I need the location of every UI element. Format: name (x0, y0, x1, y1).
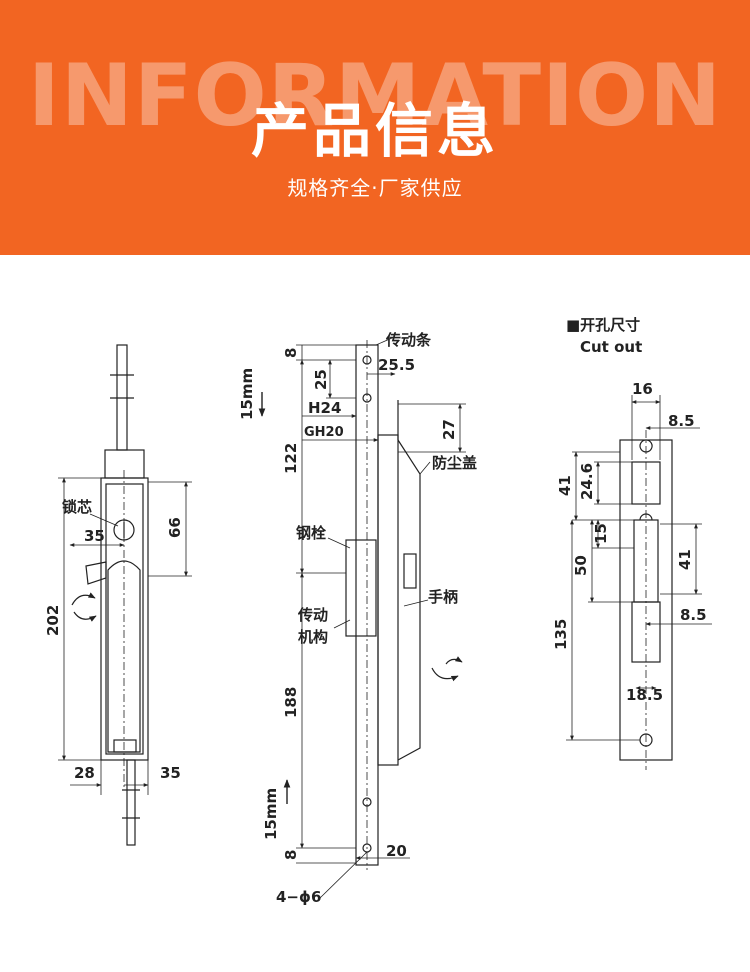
dim-50: 50 (572, 555, 590, 576)
front-view (58, 344, 192, 846)
page-title: 产品信息 (250, 97, 499, 165)
front-body (100, 477, 149, 761)
dim-18-5: 18.5 (626, 686, 663, 704)
dim-8-top: 8 (282, 348, 300, 358)
dim-gh20: GH20 (304, 425, 344, 440)
dim-20: 20 (386, 842, 407, 860)
side-housing (377, 434, 399, 766)
dim-28: 28 (74, 764, 95, 782)
dim-35-top: 35 (84, 527, 105, 545)
dim-202: 202 (44, 605, 62, 636)
dim-122: 122 (282, 443, 300, 474)
label-handle: 手柄 (428, 588, 458, 606)
dim-25-5: 25.5 (378, 356, 415, 374)
drawing-svg: 锁芯 35 66 202 28 35 (44, 316, 712, 906)
page-subtitle: 规格齐全·厂家供应 (287, 176, 463, 200)
dim-35-bottom: 35 (160, 764, 181, 782)
dim-8-5-top: 8.5 (668, 412, 695, 430)
dim-41-left: 41 (556, 475, 574, 496)
dim-188: 188 (282, 687, 300, 718)
dim-25: 25 (312, 369, 330, 390)
label-lock-core: 锁芯 (62, 498, 92, 516)
banner-background-word: INFORMATION (27, 46, 723, 146)
rotate-arrow-front (71, 592, 96, 606)
dim-8-5-mid: 8.5 (680, 606, 707, 624)
dim-135: 135 (552, 619, 570, 650)
cutout-title: ■开孔尺寸 (566, 316, 640, 334)
handle-lever (85, 561, 107, 585)
dim-holes: 4−ϕ6 (276, 888, 321, 906)
header-banner: INFORMATION 产品信息 规格齐全·厂家供应 (0, 0, 750, 255)
dim-h24: H24 (308, 399, 341, 417)
label-drive-bar: 传动条 (385, 331, 432, 349)
dim-15: 15 (592, 523, 610, 544)
label-steel-bolt: 钢栓 (296, 524, 326, 542)
dim-66: 66 (166, 517, 184, 538)
label-dust-cover: 防尘盖 (432, 454, 477, 472)
dim-41-right: 41 (676, 549, 694, 570)
dim-15mm-top: 15mm (238, 368, 256, 420)
side-view (258, 337, 466, 899)
dust-cover (397, 439, 421, 761)
cutout-plate (619, 439, 673, 761)
cutout-view (566, 395, 712, 770)
front-cap (104, 449, 145, 479)
label-mechanism-line2: 机构 (298, 628, 328, 646)
dim-24-6: 24.6 (578, 463, 596, 500)
drive-mechanism (345, 539, 377, 637)
dim-8-bottom: 8 (282, 850, 300, 860)
dim-16: 16 (632, 380, 653, 398)
rotate-arrow-side (431, 667, 459, 682)
dim-15mm-bottom: 15mm (262, 788, 280, 840)
cutout-title-en: Cut out (580, 338, 642, 356)
label-mechanism-line1: 传动 (297, 606, 328, 624)
dim-27: 27 (440, 419, 458, 440)
technical-drawing: 锁芯 35 66 202 28 35 (0, 255, 750, 968)
